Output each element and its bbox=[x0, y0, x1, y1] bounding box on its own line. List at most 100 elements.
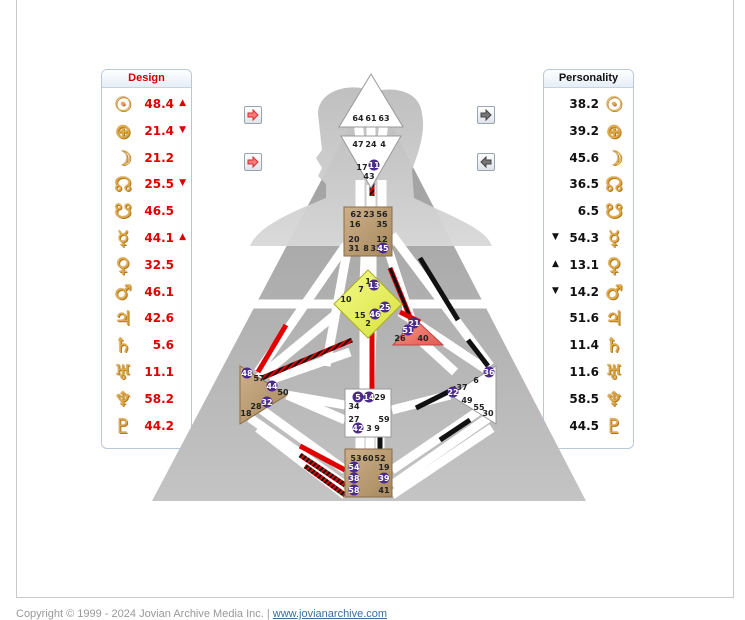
personality-arrow-button-bottom[interactable] bbox=[477, 153, 495, 171]
gate-number-21: 21 bbox=[408, 319, 420, 328]
active-gate-marker bbox=[241, 367, 253, 379]
gate-number-37: 37 bbox=[456, 383, 467, 392]
gate-line-value: 51.6 bbox=[569, 311, 599, 326]
active-gate-marker bbox=[352, 422, 364, 434]
gate-number-46: 46 bbox=[369, 310, 381, 319]
personality-row-sun: ☉38.2 bbox=[544, 92, 633, 116]
gate-number-42: 42 bbox=[352, 424, 363, 433]
gate-number-32: 32 bbox=[261, 398, 272, 407]
channel-44-26 bbox=[261, 337, 353, 381]
design-panel: Design ☉48.4▲⊕21.4▼☽21.2☊25.5▼☋46.5☿44.1… bbox=[101, 69, 192, 449]
gate-number-53: 53 bbox=[350, 454, 361, 463]
gate-number-3: 3 bbox=[366, 424, 372, 433]
active-gate-marker bbox=[378, 472, 390, 484]
gate-number-24: 24 bbox=[365, 140, 377, 149]
gate-line-value: 21.4 bbox=[144, 123, 174, 138]
g-center bbox=[333, 269, 403, 339]
copyright-footer: Copyright © 1999 - 2024 Jovian Archive M… bbox=[16, 608, 387, 620]
mercury-icon: ☿ bbox=[607, 226, 621, 250]
gate-number-30: 30 bbox=[482, 409, 494, 418]
gate-number-23: 23 bbox=[363, 210, 374, 219]
channel-28-38 bbox=[298, 452, 347, 488]
active-gate-marker bbox=[447, 386, 459, 398]
gate-number-14: 14 bbox=[363, 393, 375, 402]
personality-row-saturn: ♄11.4 bbox=[544, 333, 633, 357]
jovianarchive-link[interactable]: www.jovianarchive.com bbox=[272, 608, 388, 620]
gate-number-50: 50 bbox=[277, 388, 289, 397]
gate-number-49: 49 bbox=[461, 396, 473, 405]
gate-line-value: 11.6 bbox=[569, 365, 599, 379]
gate-number-63: 63 bbox=[378, 114, 389, 123]
design-arrow-button-bottom[interactable] bbox=[244, 153, 262, 171]
channel-16-48 bbox=[255, 323, 289, 374]
gate-number-22: 22 bbox=[447, 388, 458, 397]
active-gate-marker bbox=[352, 391, 364, 403]
exaltation-mark: ▼ bbox=[552, 232, 559, 242]
exaltation-mark: ▲ bbox=[179, 232, 186, 242]
design-row-south-node: ☋46.5 bbox=[102, 199, 191, 223]
design-row-north-node: ☊25.5▼ bbox=[102, 172, 191, 196]
gate-number-2: 2 bbox=[365, 319, 371, 328]
gate-number-39: 39 bbox=[378, 474, 390, 483]
pluto-icon: ♇ bbox=[114, 413, 132, 438]
design-row-sun: ☉48.4▲ bbox=[102, 92, 191, 116]
gate-number-31: 31 bbox=[348, 244, 360, 253]
active-gate-marker bbox=[363, 391, 375, 403]
saturn-icon: ♄ bbox=[114, 333, 132, 358]
channel-outline-24 bbox=[389, 406, 483, 474]
gate-number-19: 19 bbox=[378, 463, 390, 472]
active-gate-marker bbox=[402, 324, 414, 336]
venus-icon: ♀ bbox=[115, 252, 131, 277]
gate-number-28: 28 bbox=[250, 402, 262, 411]
personality-row-uranus: ♅ 11.6 bbox=[544, 360, 633, 384]
active-gate-marker bbox=[266, 380, 278, 392]
gate-number-48: 48 bbox=[241, 369, 253, 378]
uranus-icon: ♅ bbox=[114, 360, 132, 384]
gate-number-56: 56 bbox=[376, 210, 388, 219]
gate-number-33: 33 bbox=[370, 244, 381, 253]
gate-line-value: 14.2 bbox=[569, 284, 599, 299]
north-node-icon: ☊ bbox=[114, 172, 132, 197]
design-row-jupiter: ♃ 42.6 bbox=[102, 306, 191, 330]
gate-line-value: 36.5 bbox=[569, 177, 599, 192]
personality-row-neptune: ♆58.5 bbox=[544, 387, 633, 411]
south-node-icon: ☋ bbox=[605, 199, 623, 224]
arrow-right-icon bbox=[247, 156, 259, 168]
active-gate-marker bbox=[483, 366, 495, 378]
jupiter-icon: ♃ bbox=[114, 306, 132, 331]
design-row-venus: ♀32.5 bbox=[102, 253, 191, 277]
gate-line-value: 46.5 bbox=[144, 204, 174, 219]
active-gate-marker bbox=[348, 472, 360, 484]
channel-outline-26 bbox=[389, 424, 495, 499]
active-gate-marker bbox=[368, 279, 380, 291]
design-row-neptune: ♆58.2 bbox=[102, 387, 191, 411]
gate-number-16: 16 bbox=[349, 220, 361, 229]
gate-line-value: 42.6 bbox=[144, 311, 174, 326]
gate-number-44: 44 bbox=[266, 382, 278, 391]
sun-icon: ☉ bbox=[114, 92, 132, 116]
gate-number-34: 34 bbox=[348, 402, 360, 411]
exaltation-mark: ▼ bbox=[179, 124, 186, 135]
personality-row-mercury: ☿54.3▼ bbox=[544, 226, 633, 250]
mars-icon: ♂ bbox=[605, 279, 623, 304]
gate-number-43: 43 bbox=[363, 172, 374, 181]
active-gate-marker bbox=[261, 396, 273, 408]
gate-line-value: 39.2 bbox=[569, 123, 599, 138]
design-row-pluto: ♇ 44.2 bbox=[102, 414, 191, 438]
gate-number-4: 4 bbox=[380, 140, 386, 149]
gate-number-20: 20 bbox=[348, 235, 360, 244]
moon-icon: ☽ bbox=[114, 145, 132, 170]
north-node-icon: ☊ bbox=[605, 172, 623, 197]
gate-line-value: 44.2 bbox=[144, 418, 174, 433]
neptune-icon: ♆ bbox=[605, 386, 623, 411]
personality-arrow-button-top[interactable] bbox=[477, 106, 495, 124]
gate-number-18: 18 bbox=[240, 409, 252, 418]
arrow-left-icon bbox=[480, 156, 492, 168]
moon-icon: ☽ bbox=[605, 145, 623, 170]
active-gate-marker bbox=[368, 159, 380, 171]
gate-line-value: 45.6 bbox=[569, 150, 599, 165]
venus-icon: ♀ bbox=[606, 252, 622, 277]
design-arrow-button-top[interactable] bbox=[244, 106, 262, 124]
gate-number-52: 52 bbox=[374, 454, 385, 463]
uranus-icon: ♅ bbox=[605, 360, 623, 384]
